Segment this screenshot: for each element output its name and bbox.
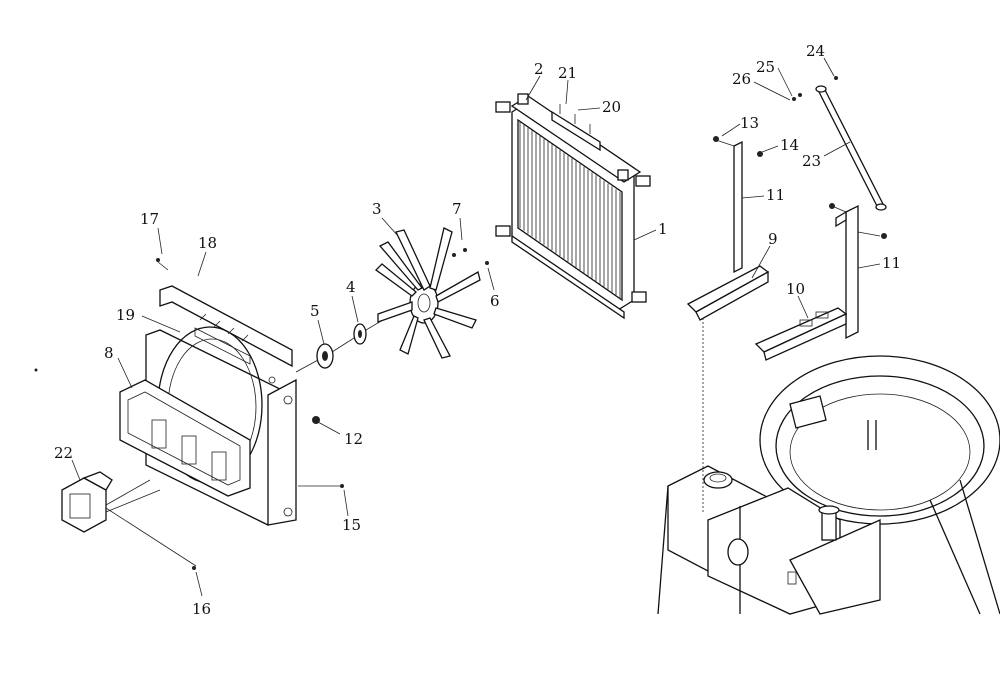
callout-labels: 1 2 3 4 5 6 7 8 9 10 11 11 12 13 14 15 1… (54, 42, 901, 618)
callout-10: 10 (786, 280, 805, 298)
callout-2: 2 (534, 60, 544, 78)
callout-19: 19 (116, 306, 135, 324)
callout-14: 14 (780, 136, 799, 154)
machine-frame (657, 318, 1000, 615)
callout-13: 13 (740, 114, 759, 132)
callout-17: 17 (140, 210, 159, 228)
callout-21: 21 (558, 64, 577, 82)
callout-11-left: 11 (766, 186, 785, 204)
fan-hub (295, 309, 401, 373)
fan-shroud-assembly (119, 285, 297, 526)
callout-23: 23 (802, 152, 821, 170)
callout-9: 9 (768, 230, 778, 248)
leader-lines (71, 57, 881, 597)
callout-25: 25 (756, 58, 775, 76)
callout-4: 4 (346, 278, 356, 296)
callout-11-right: 11 (882, 254, 901, 272)
callout-7: 7 (452, 200, 462, 218)
mounting-brackets (686, 140, 859, 361)
callout-20: 20 (602, 98, 621, 116)
hydraulic-motor (61, 471, 161, 533)
callout-1: 1 (658, 220, 668, 238)
callout-15: 15 (342, 516, 361, 534)
support-rod (815, 85, 887, 211)
callout-18: 18 (198, 234, 217, 252)
callout-16: 16 (192, 600, 211, 618)
callout-6: 6 (490, 292, 500, 310)
oil-cooler-core (495, 93, 651, 320)
cooling-fan (375, 227, 481, 359)
callout-24: 24 (806, 42, 825, 60)
callout-3: 3 (372, 200, 382, 218)
callout-22: 22 (54, 444, 73, 462)
callout-5: 5 (310, 302, 320, 320)
callout-26: 26 (732, 70, 751, 88)
callout-12: 12 (344, 430, 363, 448)
callout-8: 8 (104, 344, 114, 362)
